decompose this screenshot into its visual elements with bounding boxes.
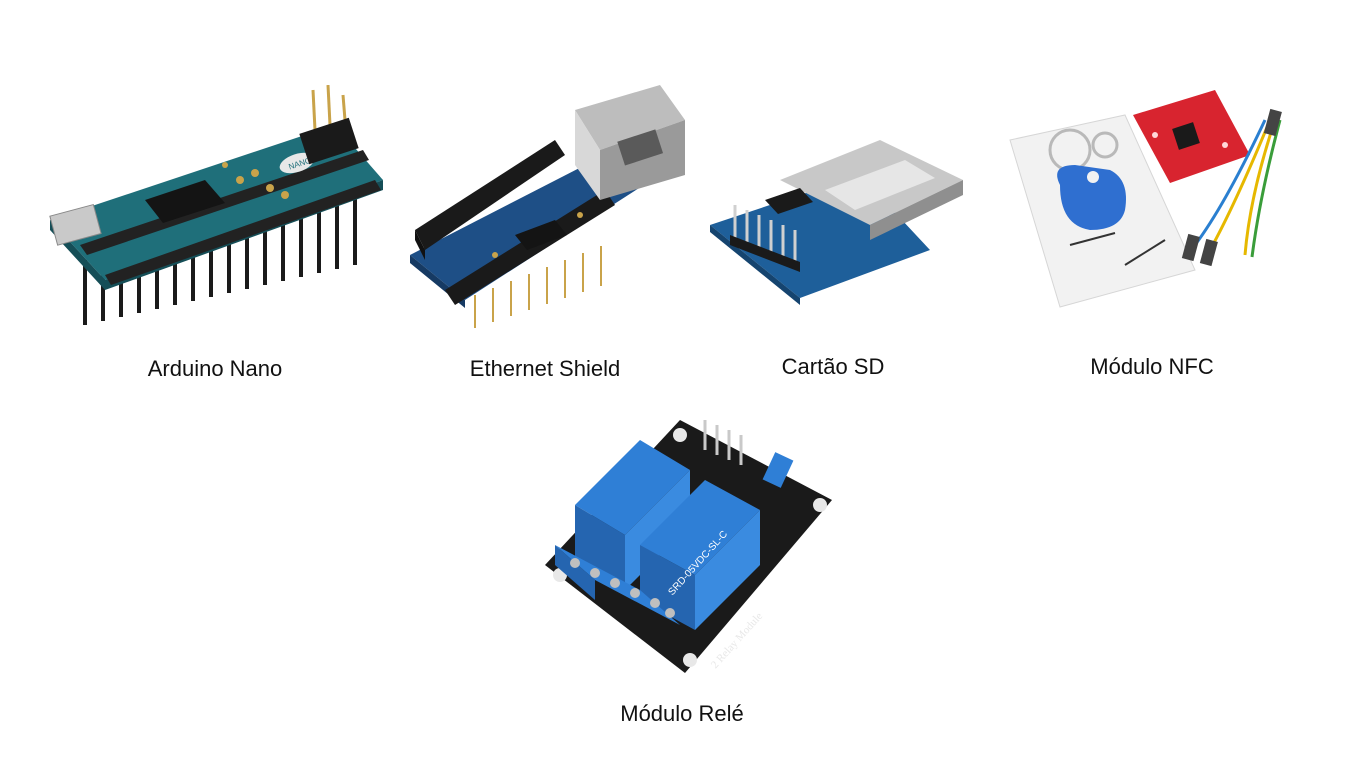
arduino-nano-caption: Arduino Nano [147,356,283,381]
sd-card-module-image [705,130,970,305]
rj45-jack [575,85,685,150]
relay-module-caption: Módulo Relé [620,701,744,726]
nfc-module-caption: Módulo NFC [1090,354,1214,379]
relay-module-image: SRD-05VDC-SL-C 2 Relay Module [540,415,840,675]
ethernet-shield-image [405,80,695,330]
arduino-nano-image: NANO [45,85,390,340]
relay-1 [575,440,690,535]
nfc-key-tag [1057,165,1126,230]
sd-card-caption: Cartão SD [781,354,885,379]
ethernet-shield-caption: Ethernet Shield [469,356,621,381]
relay-2 [640,480,760,575]
nfc-module-image [1005,85,1315,315]
